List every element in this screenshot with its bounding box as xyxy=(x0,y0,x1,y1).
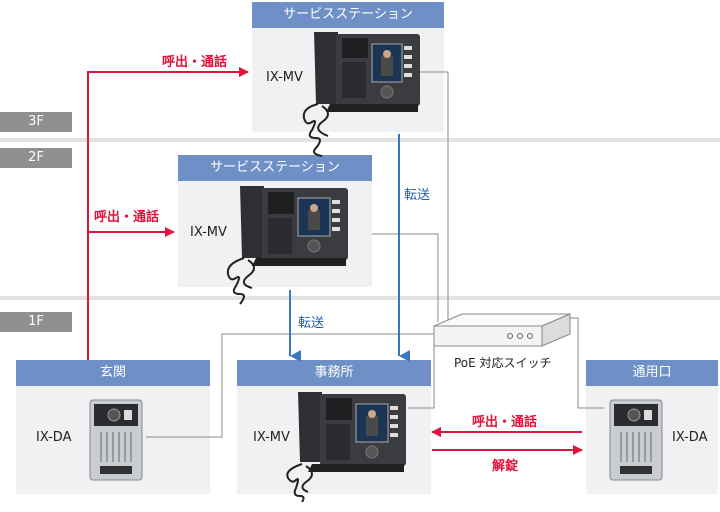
floor-divider-2f xyxy=(0,296,720,300)
device-label-2f: IX-MV xyxy=(190,225,227,240)
master-station-3f-icon xyxy=(302,32,420,157)
call-line-3f xyxy=(87,67,249,360)
side-door-title: 通用口 xyxy=(586,360,718,386)
master-station-office-icon xyxy=(286,392,406,503)
office-title: 事務所 xyxy=(237,360,431,386)
cable-side-door xyxy=(566,317,604,409)
transfer-label-3f: 転送 xyxy=(404,188,431,203)
cable-entrance xyxy=(146,333,448,438)
floor-label-2f: 2F xyxy=(0,148,72,168)
floor-label-3f: 3F xyxy=(0,112,72,132)
floor-divider-3f xyxy=(0,138,720,142)
service-station-2f-title: サービスステーション xyxy=(178,155,372,181)
unlock-label: 解錠 xyxy=(492,459,519,474)
call-label-3f: 呼出・通話 xyxy=(162,55,228,70)
entrance-title: 玄関 xyxy=(16,360,210,386)
cable-2f xyxy=(372,233,439,322)
door-station-side-door-icon xyxy=(609,399,663,481)
device-label-office: IX-MV xyxy=(253,430,290,445)
device-label-3f: IX-MV xyxy=(266,70,303,85)
device-label-side-door: IX-DA xyxy=(672,430,708,445)
call-label-side-door: 呼出・通話 xyxy=(472,415,538,430)
poe-switch-label: PoE 対応スイッチ xyxy=(454,356,552,370)
cable-3f xyxy=(420,71,449,320)
door-station-entrance-icon xyxy=(89,399,143,481)
device-label-entrance: IX-DA xyxy=(36,430,72,445)
transfer-label-2f: 転送 xyxy=(298,316,325,331)
network-cables xyxy=(146,71,604,438)
poe-switch-icon xyxy=(433,313,571,347)
floor-label-1f: 1F xyxy=(0,312,72,332)
call-label-2f: 呼出・通話 xyxy=(94,210,160,225)
master-station-2f-icon xyxy=(226,186,348,305)
service-station-3f-title: サービスステーション xyxy=(252,2,444,28)
cable-office xyxy=(408,338,435,409)
